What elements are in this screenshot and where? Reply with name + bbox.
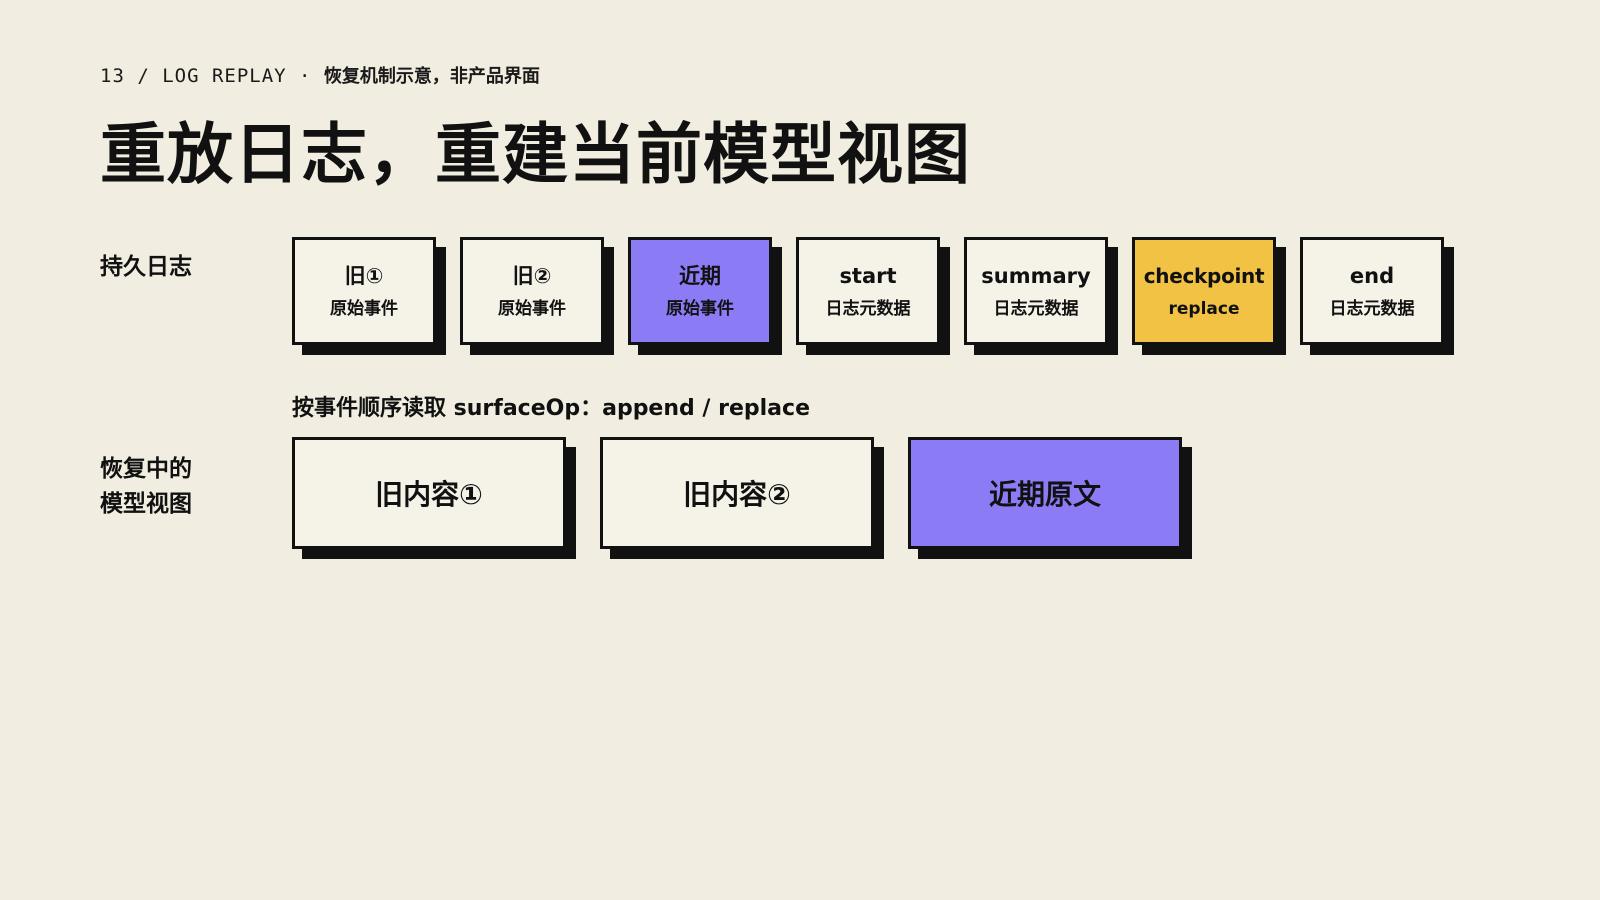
log-box-sub-label: 日志元数据 [1329, 299, 1415, 319]
log-box-old-2: 旧② 原始事件 [460, 237, 604, 345]
log-box-start: start 日志元数据 [796, 237, 940, 345]
log-box-main-label: 旧① [344, 264, 384, 288]
log-box-main-label: end [1349, 264, 1395, 288]
log-box-summary: summary 日志元数据 [964, 237, 1108, 345]
log-box-main-label: 近期 [679, 264, 721, 288]
log-box-recent: 近期 原始事件 [628, 237, 772, 345]
log-box-main-label: 旧② [512, 264, 552, 288]
view-box-old-1: 旧内容① [292, 437, 566, 549]
log-row-label: 持久日志 [100, 250, 192, 285]
view-box-old-2: 旧内容② [600, 437, 874, 549]
log-box-main-label: summary [981, 264, 1091, 288]
log-box-checkpoint: checkpoint replace [1132, 237, 1276, 345]
view-box-recent: 近期原文 [908, 437, 1182, 549]
view-row-label-line1: 恢复中的 [100, 456, 192, 482]
page-title: 重放日志，重建当前模型视图 [100, 116, 971, 193]
log-box-end: end 日志元数据 [1300, 237, 1444, 345]
log-box-sub-label: 日志元数据 [993, 299, 1079, 319]
log-box-main-label: checkpoint [1143, 264, 1265, 288]
eyebrow-note: 恢复机制示意，非产品界面 [323, 66, 540, 87]
log-box-sub-label: 日志元数据 [825, 299, 911, 319]
log-box-sub-label: 原始事件 [666, 299, 734, 319]
log-box-row: 旧① 原始事件 旧② 原始事件 近期 原始事件 start 日志元数据 summ… [292, 237, 1444, 345]
log-box-sub-label: 原始事件 [330, 299, 398, 319]
view-box-row: 旧内容① 旧内容② 近期原文 [292, 437, 1182, 549]
log-row-label-text: 持久日志 [100, 254, 192, 280]
replay-caption: 按事件顺序读取 surfaceOp：append / replace [292, 396, 810, 421]
view-row-label-line2: 模型视图 [100, 491, 192, 517]
view-row-label: 恢复中的 模型视图 [100, 452, 192, 522]
log-box-sub-label: 原始事件 [498, 299, 566, 319]
log-box-old-1: 旧① 原始事件 [292, 237, 436, 345]
log-box-main-label: start [839, 264, 897, 288]
eyebrow: 13 / LOG REPLAY · 恢复机制示意，非产品界面 [100, 62, 540, 88]
log-box-sub-label: replace [1168, 299, 1240, 319]
eyebrow-section: 13 / LOG REPLAY · [100, 65, 324, 87]
